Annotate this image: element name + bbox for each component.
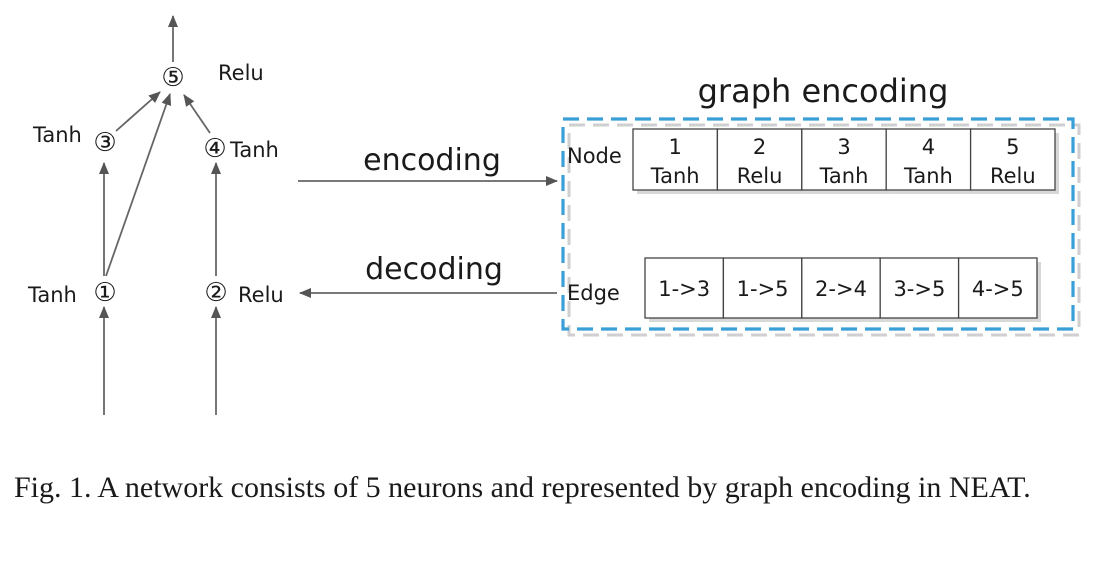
node-cell-id: 4 <box>922 135 935 159</box>
encoding-label: encoding <box>363 143 501 178</box>
edge-3-5 <box>115 91 161 132</box>
decoding-label: decoding <box>365 252 503 287</box>
edge-cell-3: 2->4 <box>801 257 885 322</box>
node-3: ③ <box>93 128 116 158</box>
node-3-activation: Tanh <box>32 123 82 147</box>
node-1-activation: Tanh <box>27 283 77 307</box>
edge-cell-label: 1->3 <box>658 277 710 301</box>
network-graph <box>99 15 221 415</box>
node-5-activation: Relu <box>218 61 264 85</box>
node-cell-activation: Relu <box>990 164 1036 188</box>
node-4-activation: Tanh <box>229 138 279 162</box>
edge-cell-label: 3->5 <box>893 277 945 301</box>
node-1: ① <box>93 278 116 308</box>
edge-cell-2: 1->5 <box>722 257 806 322</box>
node-2-activation: Relu <box>238 283 284 307</box>
node-cell-activation: Relu <box>737 164 783 188</box>
edge-4-5 <box>183 94 211 134</box>
graph-encoding-box <box>561 117 1081 337</box>
edge-cell-label: 1->5 <box>737 277 789 301</box>
edge-1-5 <box>105 93 172 277</box>
node-cell-activation: Tanh <box>903 164 953 188</box>
node-cell-activation: Tanh <box>650 164 700 188</box>
node-cell-id: 3 <box>837 135 850 159</box>
edge-cell-label: 4->5 <box>972 277 1024 301</box>
node-cell-id: 2 <box>753 135 766 159</box>
edge-row: 1->3 1->5 2->4 3->5 4->5 <box>644 257 1041 322</box>
node-cell-id: 5 <box>1006 135 1019 159</box>
figure-caption: Fig. 1. A network consists of 5 neurons … <box>14 471 1031 504</box>
edge-cell-label: 2->4 <box>815 277 867 301</box>
node-cell-activation: Tanh <box>819 164 869 188</box>
edge-row-label: Edge <box>567 281 620 305</box>
node-4: ④ <box>203 134 226 164</box>
node-cell-id: 1 <box>669 135 682 159</box>
edge-cell-1: 1->3 <box>644 257 728 322</box>
node-2: ② <box>204 278 227 308</box>
edge-cell-4: 3->5 <box>879 257 963 322</box>
node-5: ⑤ <box>161 63 184 93</box>
graph-encoding-title: graph encoding <box>698 72 949 110</box>
node-row-label: Node <box>567 144 622 168</box>
edge-cell-5: 4->5 <box>957 257 1041 322</box>
